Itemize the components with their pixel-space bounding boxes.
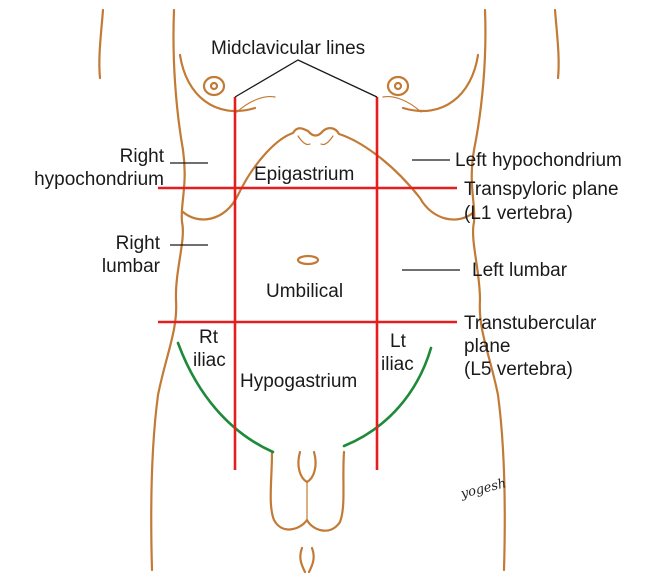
right-hypochondrium-label-line1: Right	[120, 146, 165, 167]
transpyloric-label-line2: (L1 vertebra)	[464, 203, 573, 224]
transtubercular-label-line1: Transtubercular	[464, 313, 597, 334]
right-lumbar-label-line2: lumbar	[102, 256, 161, 277]
midclavicular-label: Midclavicular lines	[211, 38, 365, 59]
umbilical-label: Umbilical	[266, 281, 343, 302]
artist-signature: yogesh	[458, 476, 507, 502]
transpyloric-label-line1: Transpyloric plane	[464, 179, 619, 200]
hypogastrium-label: Hypogastrium	[240, 371, 357, 392]
lt-iliac-label-line1: Lt	[390, 331, 407, 352]
transtubercular-label-line2: plane	[464, 336, 511, 357]
lt-iliac-label-line2: iliac	[381, 354, 414, 375]
left-nipple	[204, 77, 224, 95]
midclavicular-leader	[235, 60, 377, 97]
right-hypochondrium-label-line2: hypochondrium	[34, 169, 164, 190]
right-nipple	[388, 77, 408, 95]
rt-iliac-label-line1: Rt	[199, 327, 219, 348]
transtubercular-label-line3: (L5 vertebra)	[464, 359, 573, 380]
left-lumbar-label: Left lumbar	[472, 260, 568, 281]
left-hypochondrium-label: Left hypochondrium	[455, 150, 622, 171]
right-lumbar-label-line1: Right	[116, 233, 161, 254]
epigastrium-label: Epigastrium	[254, 164, 354, 185]
rt-iliac-label-line2: iliac	[193, 350, 226, 371]
